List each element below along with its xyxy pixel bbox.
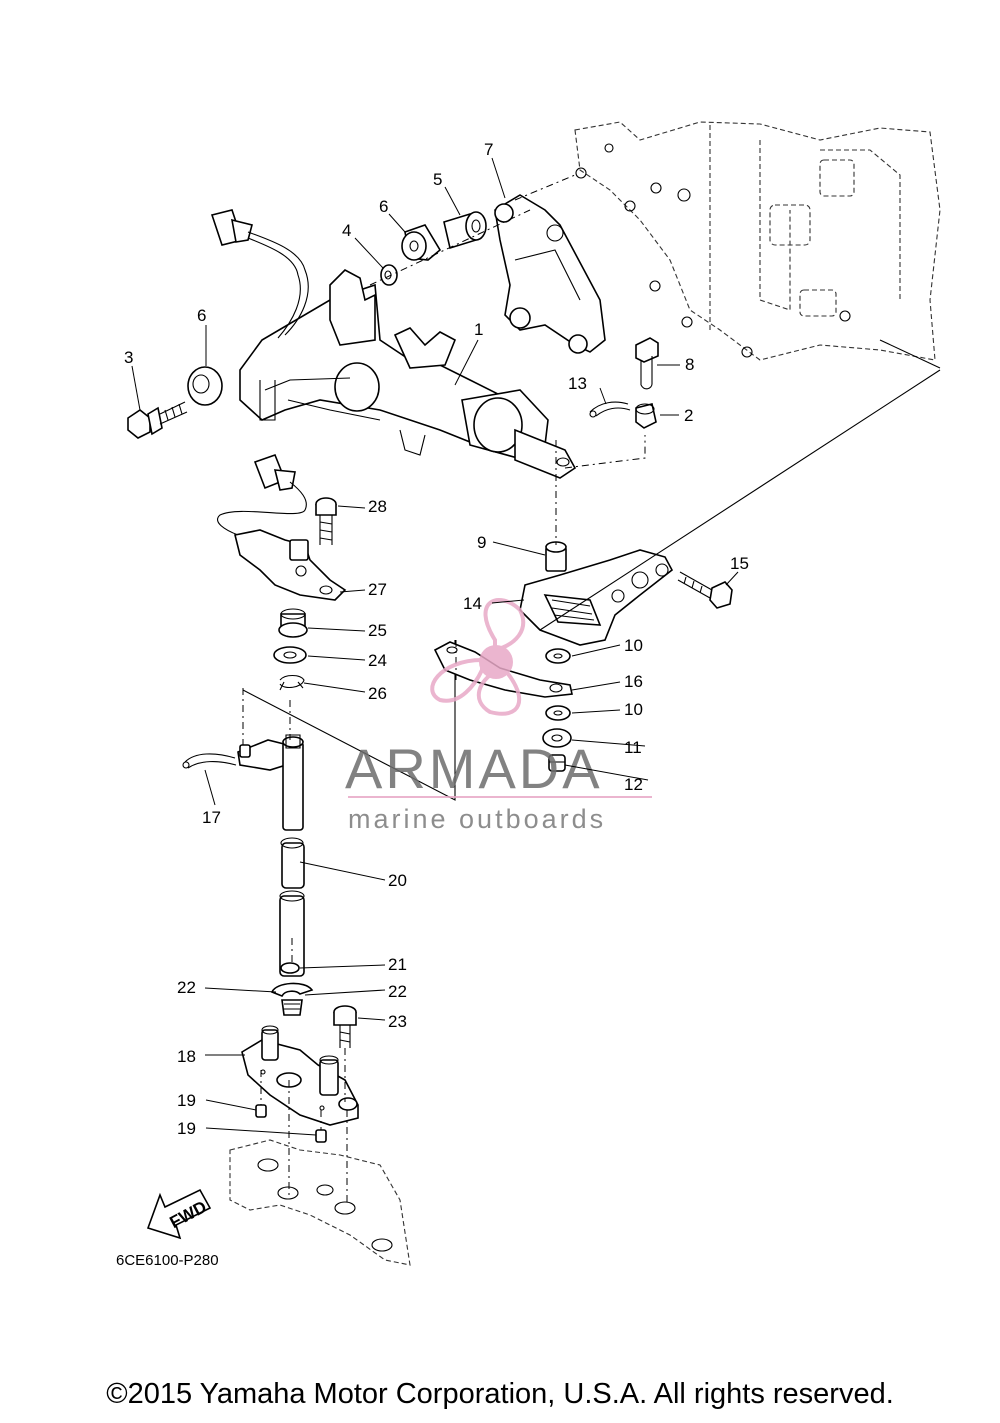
bolt-8 — [635, 337, 659, 390]
pin-19a — [255, 1104, 267, 1118]
bolt-23 — [333, 1005, 357, 1048]
collar-2 — [635, 403, 657, 429]
callout-26: 26 — [368, 684, 387, 703]
callout-28: 28 — [368, 497, 387, 516]
washer-10-upper — [545, 648, 571, 664]
reference-line-left — [242, 640, 456, 801]
shift-rod-20 — [279, 837, 305, 977]
callout-19b: 19 — [177, 1119, 196, 1138]
fwd-arrow-icon: FWD — [146, 1188, 212, 1240]
bolt-15 — [677, 571, 733, 609]
callout-8: 8 — [685, 355, 694, 374]
watermark-tagline: marine outboards — [348, 804, 606, 834]
bolt-28 — [315, 497, 337, 545]
callout-3: 3 — [124, 348, 133, 367]
callout-18: 18 — [177, 1047, 196, 1066]
diagram-code: 6CE6100-P280 — [116, 1252, 219, 1269]
collar-9 — [545, 541, 567, 572]
o-ring-21 — [280, 962, 300, 974]
collar-5 — [443, 211, 487, 250]
propeller-logo-icon — [430, 598, 526, 716]
callout-22b: 22 — [388, 982, 407, 1001]
pin-19b — [315, 1129, 327, 1143]
axis-line-upper — [369, 209, 531, 286]
callout-1: 1 — [474, 320, 483, 339]
callout-22a: 22 — [177, 978, 196, 997]
callout-16: 16 — [624, 672, 643, 691]
callout-19a: 19 — [177, 1091, 196, 1110]
callout-27: 27 — [368, 580, 387, 599]
lower-case-block — [229, 1139, 411, 1266]
callout-13: 13 — [568, 374, 587, 393]
callout-6b: 6 — [197, 306, 206, 325]
wire-harness-upper — [210, 209, 309, 339]
clip-22 — [270, 982, 314, 998]
callout-15: 15 — [730, 554, 749, 573]
callout-11: 11 — [624, 738, 642, 757]
washer-11 — [542, 728, 572, 748]
shift-actuator-1 — [239, 269, 646, 479]
callout-10b: 10 — [624, 700, 643, 719]
nut-12 — [548, 754, 566, 772]
callout-21: 21 — [388, 955, 407, 974]
callout-20: 20 — [388, 871, 407, 890]
grommet-6-upper — [401, 224, 442, 261]
clip-13 — [589, 401, 631, 418]
callout-12: 12 — [624, 775, 643, 794]
washer-24 — [273, 646, 307, 664]
grommet-6-left — [187, 366, 223, 406]
shift-lever-14 — [519, 549, 674, 646]
callout-25: 25 — [368, 621, 387, 640]
callout-7: 7 — [484, 140, 493, 159]
callout-23: 23 — [388, 1012, 407, 1031]
callout-14: 14 — [463, 594, 482, 613]
engine-block-upper — [574, 121, 941, 369]
bracket-7 — [494, 174, 606, 354]
callout-17: 17 — [202, 808, 221, 827]
leader-lines — [131, 157, 739, 1136]
callout-10a: 10 — [624, 636, 643, 655]
bolt-3 — [127, 401, 188, 439]
copyright-notice: ©2015 Yamaha Motor Corporation, U.S.A. A… — [106, 1378, 894, 1410]
callout-4: 4 — [342, 221, 351, 240]
bushing-22 — [281, 999, 303, 1016]
watermark-brand: ARMADA — [345, 737, 603, 800]
callout-5: 5 — [433, 170, 442, 189]
washer-4 — [380, 264, 398, 286]
shift-position-sensor-27 — [217, 453, 347, 601]
bushing-25 — [278, 608, 308, 638]
callout-6a: 6 — [379, 197, 388, 216]
shift-shaft-upper — [282, 734, 304, 831]
callout-24: 24 — [368, 651, 387, 670]
callout-9: 9 — [477, 533, 486, 552]
bracket-18 — [241, 1025, 359, 1126]
reference-line-right — [539, 369, 941, 631]
callout-numbers: 1 2 3 4 5 6 6 7 8 9 10 10 11 12 13 14 15… — [124, 140, 749, 1138]
circlip-26 — [279, 674, 305, 691]
washer-10-lower — [545, 705, 571, 721]
callout-2: 2 — [684, 406, 693, 425]
armada-watermark: ARMADA marine outboards — [345, 598, 652, 834]
